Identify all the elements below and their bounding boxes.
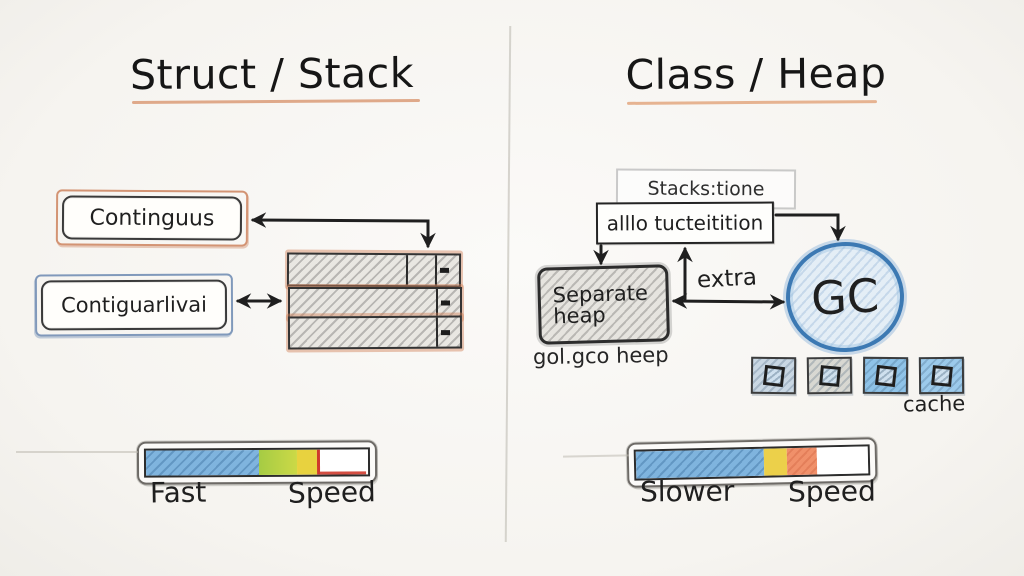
speed-segment (145, 449, 260, 476)
cache-cell (918, 356, 965, 395)
cache-cell-inner (762, 364, 785, 387)
cell-marker (441, 300, 450, 306)
cell-divider (435, 255, 438, 286)
sketch-line (16, 451, 138, 453)
contiguous-box-bottom-label: Contiguarlivai (61, 292, 207, 318)
stack-memory-bar (286, 252, 462, 288)
contiguous-box-top-label: Continguus (89, 205, 215, 231)
right-speed-value-label: Slower (639, 474, 735, 509)
cache-cell (862, 356, 909, 395)
contiguous-box-top: Continguus (55, 189, 249, 247)
left-speed-value-label: Fast (149, 475, 207, 510)
speed-edge-mark (319, 471, 366, 475)
stack-memory-row-3 (285, 312, 465, 353)
cell-divider (436, 317, 439, 347)
speed-segment (816, 446, 869, 475)
right-speed-axis-label: Speed (787, 474, 876, 509)
cache-cell (806, 356, 853, 395)
cell-marker (440, 329, 451, 335)
allocation-box: alllo tucteitition (595, 201, 775, 245)
contiguous-box-bottom: Contiguarlivai (34, 273, 234, 337)
speed-segment (259, 449, 298, 475)
cache-cell (750, 356, 797, 395)
cache-cell-inner (818, 364, 841, 387)
left-title: Struct / Stack (129, 49, 415, 99)
heap-caption: gol.gco heep (532, 342, 669, 370)
stack-note-label: Stacks:tione (647, 177, 765, 201)
cell-divider (436, 289, 439, 317)
panel-divider (504, 26, 512, 542)
cell-divider (406, 255, 409, 286)
stack-memory-row-2 (286, 284, 464, 322)
stack-memory-bar (287, 315, 463, 350)
left-speed-axis-label: Speed (287, 475, 377, 510)
arrow-alloc-to-gc (774, 213, 846, 242)
arrow-stack-to-contiguous-top (250, 212, 436, 249)
gc-circle: GC (783, 238, 907, 356)
right-title: Class / Heap (625, 49, 887, 99)
right-title-underline (626, 100, 878, 105)
separate-heap-box: Separate heap (537, 264, 670, 345)
separate-heap-line1: Separate (552, 280, 649, 308)
separate-heap-line2: heap (552, 302, 607, 328)
arrow-extra-heap-to-gc (671, 293, 786, 310)
extra-label: extra (696, 264, 758, 294)
cell-marker (439, 267, 450, 273)
cache-label: cache (902, 391, 966, 417)
cache-cells-row (750, 356, 965, 395)
speed-segment (763, 448, 788, 476)
speed-segment (786, 447, 818, 476)
left-title-underline (131, 98, 421, 105)
cache-cell-inner (874, 364, 897, 387)
gc-label: GC (809, 268, 881, 326)
speed-meter-left-track (143, 447, 371, 478)
cache-cell-inner (930, 364, 953, 387)
sketch-line (562, 454, 630, 458)
speed-segment (296, 449, 317, 475)
allocation-box-label: alllo tucteitition (606, 210, 764, 236)
